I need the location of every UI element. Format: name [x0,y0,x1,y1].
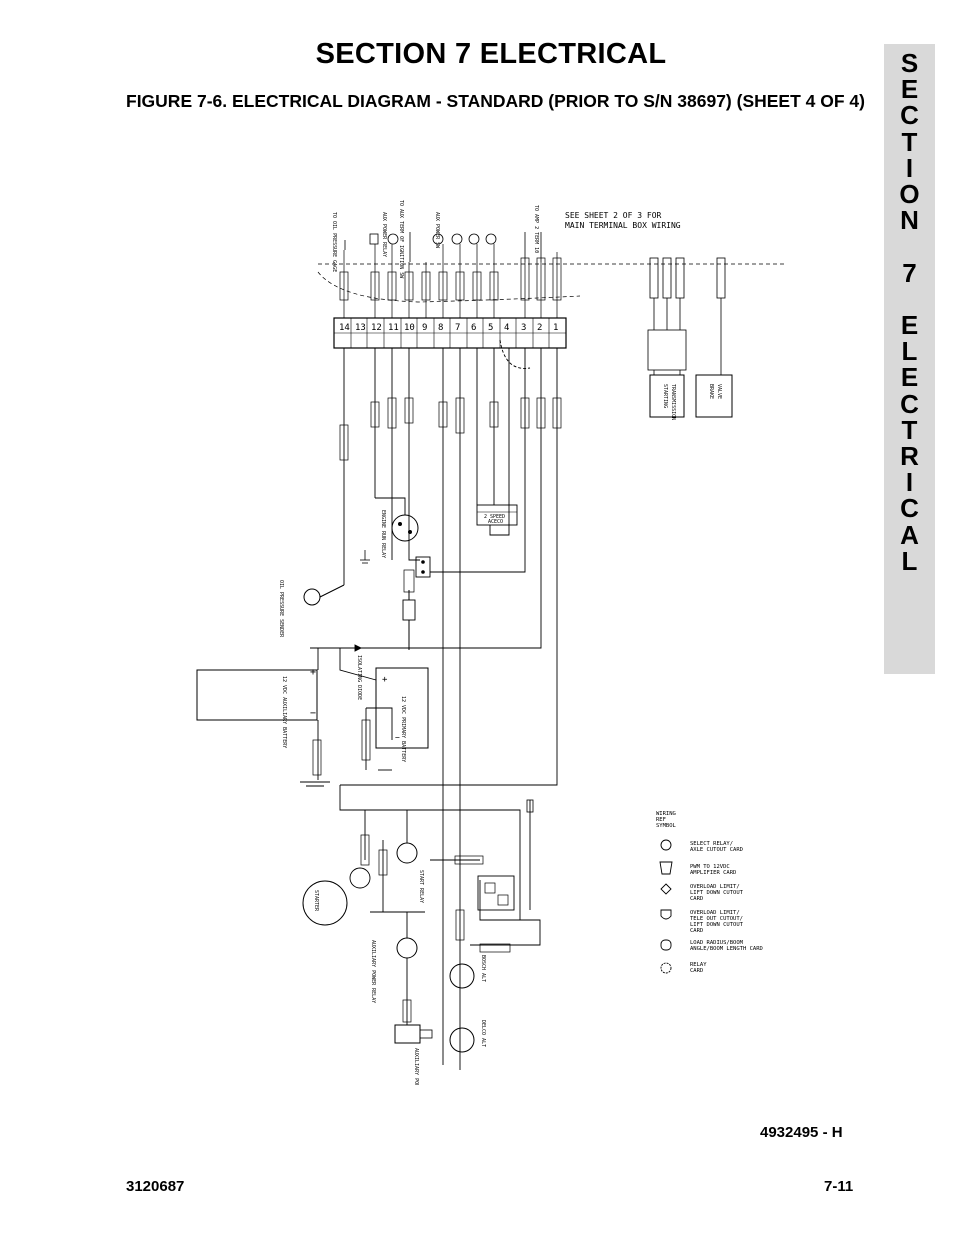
section-side-tab: S E C T I O N 7 E L E C T R I C A L [884,44,935,674]
engine-run-solenoid-symbol [402,569,416,650]
section-heading: SECTION 7 ELECTRICAL [315,38,667,70]
svg-text:ENGINE RUN RELAY: ENGINE RUN RELAY [380,510,386,558]
svg-text:12 VDC AUXILIARY BATTERY: 12 VDC AUXILIARY BATTERY [281,676,287,748]
sheet-note: SEE SHEET 2 OF 3 FOR [565,211,662,220]
svg-text:AUX POWER RELAY: AUX POWER RELAY [381,212,387,257]
svg-text:−: − [395,733,400,742]
svg-text:STARTER: STARTER [313,890,319,912]
electrical-diagram: SEE SHEET 2 OF 3 FOR MAIN TERMINAL BOX W… [196,200,785,1085]
svg-text:PWM TO 12VDC: PWM TO 12VDC [690,864,730,870]
svg-text:OVERLOAD LIMIT/: OVERLOAD LIMIT/ [690,884,740,890]
svg-text:TRANSMISSION: TRANSMISSION [670,384,676,420]
terminal-13: 13 [355,323,366,333]
document-number: 3120687 [126,1178,185,1195]
svg-text:CARD: CARD [690,928,703,934]
svg-text:STARTING: STARTING [662,384,668,408]
svg-text:ANGLE/BOOM LENGTH CARD: ANGLE/BOOM LENGTH CARD [690,946,763,952]
terminal-10: 10 [404,323,415,333]
svg-text:AUXILIARY POWER RELAY: AUXILIARY POWER RELAY [370,940,376,1003]
sheet-note-2: MAIN TERMINAL BOX WIRING [565,221,681,230]
wire-label-boxes [339,244,562,318]
svg-text:AXLE CUTOUT CARD: AXLE CUTOUT CARD [690,847,743,853]
svg-text:BOSCH ALT: BOSCH ALT [480,955,486,982]
terminal-3: 3 [521,323,526,333]
primary-battery-symbol: + − 12 VDC PRIMARY BATTERY [375,667,429,762]
terminal-strip: 14 13 12 11 10 9 8 7 6 5 4 3 2 1 [333,317,567,349]
aux-power-relay-symbol: AUXILIARY POWER RELAY [370,937,418,1003]
svg-text:TO OIL PRESSURE GAGE: TO OIL PRESSURE GAGE [331,212,337,272]
terminal-5: 5 [488,323,493,333]
svg-text:WIRING: WIRING [656,811,676,817]
svg-text:LIFT DOWN CUTOUT: LIFT DOWN CUTOUT [690,890,744,896]
delco-alt-symbol: DELCO ALT [449,1020,486,1053]
terminal-9: 9 [422,323,427,333]
isolating-diode: ISOLATING DIODE [317,644,377,700]
terminal-4: 4 [504,323,509,333]
auxiliary-battery-symbol: + − 12 VDC AUXILIARY BATTERY [196,667,318,748]
svg-text:2 SPEED: 2 SPEED [484,514,505,520]
svg-text:+: + [382,675,388,685]
terminal-12: 12 [371,323,382,333]
two-speed-aceco: 2 SPEED ACECO [476,504,518,526]
svg-text:BRAKE: BRAKE [708,384,714,399]
svg-text:RELAY: RELAY [690,962,707,968]
svg-text:CARD: CARD [690,896,703,902]
svg-text:OVERLOAD LIMIT/: OVERLOAD LIMIT/ [690,910,740,916]
side-tab-label: S E C T I O N 7 E L E C T R I C A L [899,48,920,576]
svg-text:TO AUX TERM OF IGNITION SW: TO AUX TERM OF IGNITION SW [398,200,404,279]
svg-text:TO AMP 2 TERM 10: TO AMP 2 TERM 10 [533,205,539,253]
svg-text:VALVE: VALVE [716,384,722,399]
engine-run-relay-symbol: ENGINE RUN RELAY [380,510,419,558]
terminal-1: 1 [553,323,558,333]
svg-text:ISOLATING DIODE: ISOLATING DIODE [356,655,362,700]
svg-text:LOAD RADIUS/BOOM: LOAD RADIUS/BOOM [690,940,744,946]
broken-fan-belt-switch-symbol [415,556,431,578]
oil-pressure-sender-symbol: OIL PRESSURE SENDER [278,580,345,638]
svg-text:AUX POWER SW: AUX POWER SW [434,212,440,249]
top-wire-labels: TO OIL PRESSURE GAGE AUX POWER RELAY TO … [331,200,542,279]
svg-text:AUXILIARY POWER PUMP: AUXILIARY POWER PUMP [413,1048,419,1085]
starter-symbol: STARTER [302,880,348,926]
wiring-ref-legend: WIRING REF SYMBOL SELECT RELAY/ AXLE CUT… [656,811,763,974]
terminal-14: 14 [339,323,350,333]
terminal-7: 7 [455,323,460,333]
aux-power-pump-symbol: AUXILIARY POWER PUMP [394,1024,433,1085]
right-harness [647,257,726,375]
figure-title: FIGURE 7-6. ELECTRICAL DIAGRAM - STANDAR… [126,91,865,111]
svg-text:ACECO: ACECO [488,519,503,525]
svg-text:OIL PRESSURE SENDER: OIL PRESSURE SENDER [278,580,284,638]
starting-transmission-symbol: STARTING TRANSMISSION [649,374,685,420]
terminal-6: 6 [471,323,476,333]
bosch-alt-symbol: BOSCH ALT [449,955,486,989]
terminal-2: 2 [537,323,542,333]
svg-text:−: − [310,708,316,719]
terminal-11: 11 [388,323,399,333]
svg-text:12 VDC PRIMARY BATTERY: 12 VDC PRIMARY BATTERY [400,696,406,762]
svg-text:REF: REF [656,817,666,823]
terminal-8: 8 [438,323,443,333]
svg-text:CARD: CARD [690,968,703,974]
svg-text:SYMBOL: SYMBOL [656,823,677,829]
svg-text:TELE OUT CUTOUT/: TELE OUT CUTOUT/ [690,916,743,922]
svg-text:SELECT RELAY/: SELECT RELAY/ [690,841,733,847]
svg-text:AMPLIFIER CARD: AMPLIFIER CARD [690,870,736,876]
svg-text:+: + [310,667,316,678]
brake-valve-symbol: BRAKE VALVE [695,374,733,418]
svg-text:LIFT DOWN CUTOUT: LIFT DOWN CUTOUT [690,922,744,928]
harness-wires [310,339,558,1065]
page-number: 7-11 [824,1178,854,1195]
svg-text:START RELAY: START RELAY [418,870,424,903]
drawing-number: 4932495 - H [760,1124,843,1141]
svg-text:DELCO ALT: DELCO ALT [480,1020,486,1047]
